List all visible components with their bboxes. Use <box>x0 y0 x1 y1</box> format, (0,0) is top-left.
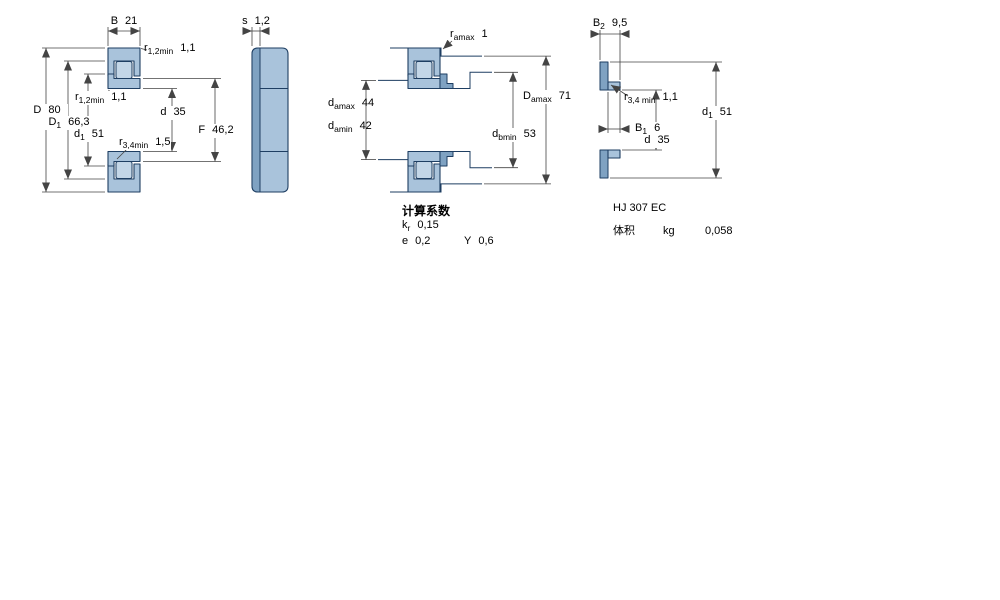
ring-mass-row: 体积 kg 0,058 <box>613 222 733 238</box>
roller-top <box>115 61 133 79</box>
mounting-dimension-lines <box>361 39 551 185</box>
mounting-view <box>378 47 492 193</box>
calc-factors-heading: 计算系数 <box>402 204 451 218</box>
ring-mass-value: 0,058 <box>705 225 733 237</box>
ring-flange-top <box>599 61 609 91</box>
side-face-strip <box>251 47 261 193</box>
housing-shoulder-top-right <box>440 47 482 57</box>
inner-ring-bottom-section <box>107 150 141 167</box>
shaft-step-top-right <box>453 71 492 89</box>
ring-designation: HJ 307 EC <box>613 202 667 214</box>
ring-lip-top <box>607 81 621 91</box>
bearing-side-view <box>251 47 289 193</box>
side-view-dimension-lines <box>242 27 270 46</box>
bearing-front-view <box>107 47 141 193</box>
angle-ring-mounted-bottom <box>439 151 454 167</box>
shaft-step-bottom-right <box>453 151 492 169</box>
inner-ring-top-section <box>107 73 141 90</box>
roller-bottom <box>115 161 133 179</box>
ring-lip-bottom <box>607 149 621 159</box>
shaft-shoulder-top-left <box>378 79 409 89</box>
housing-shoulder-bottom-right <box>440 183 482 193</box>
ring-mass-label: 体积 <box>613 225 635 237</box>
ring-flange-bottom <box>599 149 609 179</box>
angle-ring-mounted-top <box>439 73 454 89</box>
angle-ring-view <box>599 61 621 179</box>
ring-mass-unit: kg <box>663 225 675 237</box>
shaft-shoulder-bottom-left <box>378 151 409 161</box>
angle-ring-dimension-lines <box>590 30 722 179</box>
